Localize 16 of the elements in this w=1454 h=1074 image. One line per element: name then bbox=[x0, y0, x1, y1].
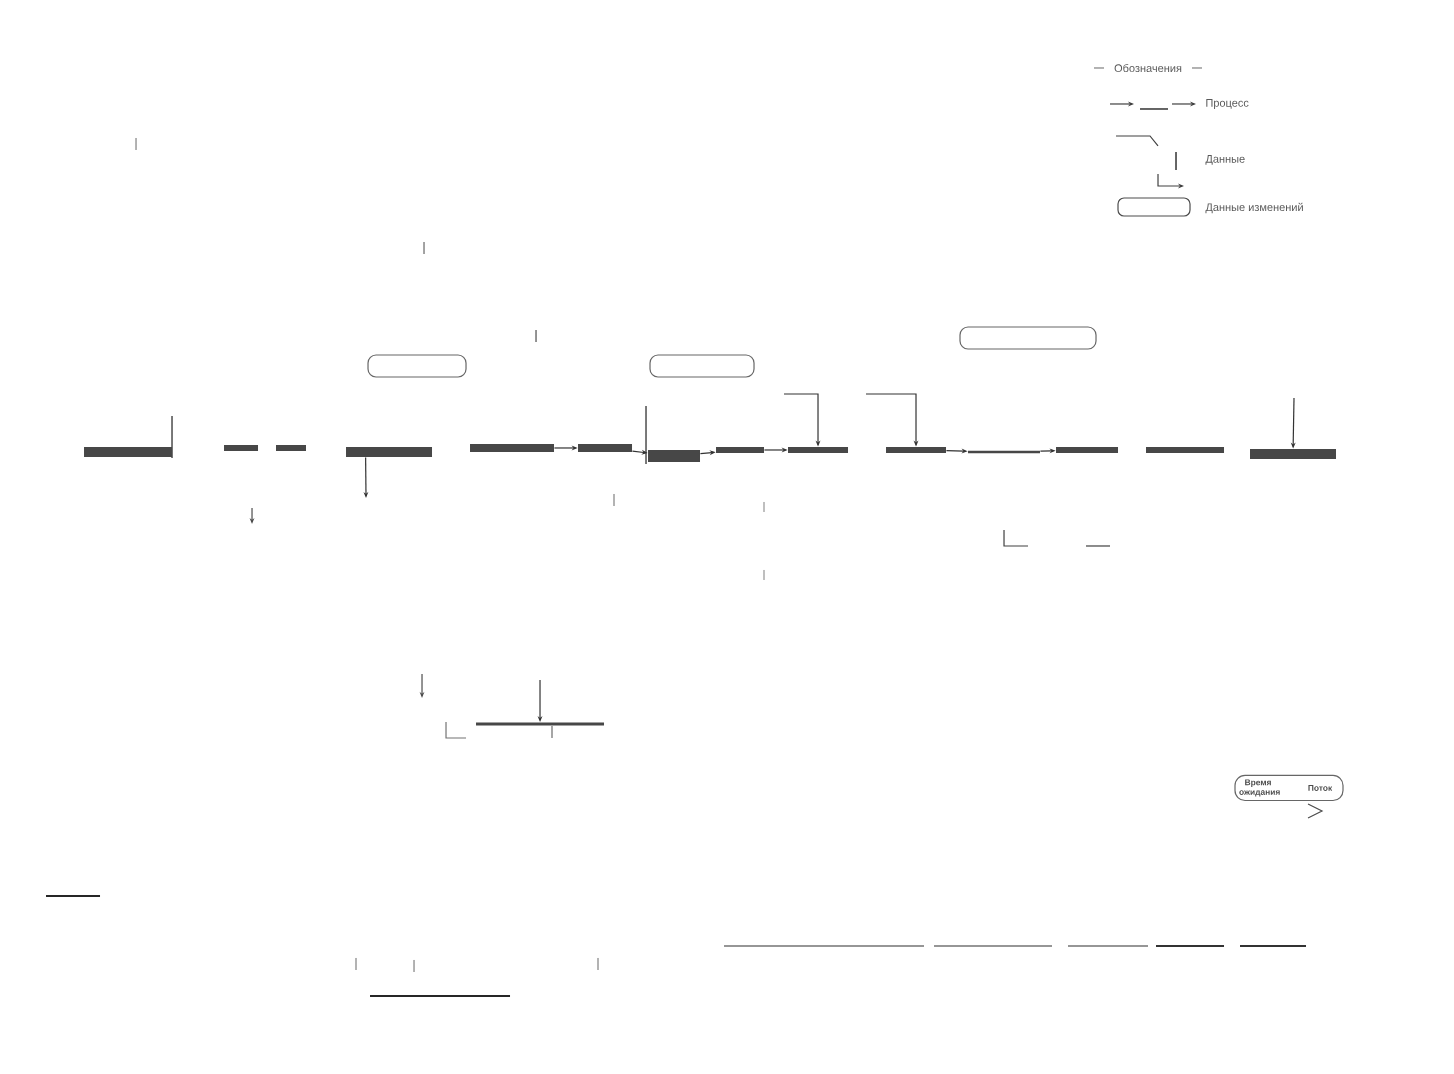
rounded-box bbox=[959, 326, 1097, 350]
bar bbox=[84, 447, 172, 457]
rounded-box bbox=[367, 354, 467, 378]
bar bbox=[1250, 449, 1336, 459]
bar bbox=[648, 450, 700, 462]
bar bbox=[886, 447, 946, 453]
bar bbox=[578, 444, 632, 452]
bar bbox=[224, 445, 258, 451]
bar bbox=[1146, 447, 1224, 453]
bar bbox=[470, 444, 554, 452]
bar bbox=[788, 447, 848, 453]
rounded-box bbox=[649, 354, 755, 378]
bar bbox=[276, 445, 306, 451]
bar bbox=[716, 447, 764, 453]
bar bbox=[346, 447, 432, 457]
bar bbox=[1056, 447, 1118, 453]
